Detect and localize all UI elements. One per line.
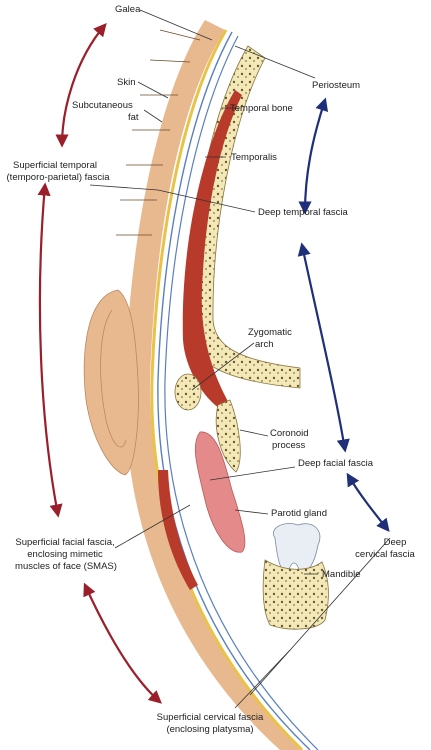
label-parotid-gland: Parotid gland (271, 508, 327, 519)
ear-inner (100, 309, 127, 448)
label-superficial-facial: Superficial facial fascia, (15, 537, 114, 548)
label-periosteum: Periosteum (312, 80, 360, 91)
mandible-shape (262, 559, 329, 630)
label-temporalis: Temporalis (231, 152, 277, 163)
label-coronoid: Coronoid (270, 428, 309, 439)
label-zygomatic-arch: arch (255, 339, 273, 350)
label-zygomatic: Zygomatic (248, 327, 292, 338)
galea-line (157, 31, 311, 750)
arrow-superficial-temporal-upper (55, 22, 107, 148)
label-temporal-bone: Temporal bone (230, 103, 293, 114)
label-deep-cervical: Deep (384, 537, 407, 548)
skin-layer (124, 20, 301, 750)
label-superficial-temporal-2: (temporo-parietal) fascia (7, 172, 111, 183)
deep-fascia-line (164, 35, 319, 750)
arrow-deep-temporal-deep-facial (297, 242, 350, 453)
label-superficial-facial-2: enclosing mimetic (27, 549, 103, 560)
label-skin: Skin (117, 77, 135, 88)
leader-lines (89, 9, 391, 709)
temporalis-muscle (182, 90, 242, 410)
label-superficial-cervical: Superficial cervical fascia (157, 712, 264, 723)
label-superficial-facial-3: muscles of face (SMAS) (15, 561, 117, 572)
label-subcutaneous: Subcutaneous (72, 100, 133, 111)
hair-strands (116, 29, 201, 236)
label-deep-facial-fascia: Deep facial fascia (298, 458, 374, 469)
label-superficial-temporal: Superficial temporal (13, 160, 97, 171)
facial-muscle-lower (158, 470, 198, 590)
coronoid-process-shape (215, 399, 241, 473)
label-deep-cervical-fascia: cervical fascia (355, 549, 415, 560)
tooth-shape (273, 523, 321, 573)
parotid-gland-shape (194, 431, 246, 553)
label-deep-temporal-fascia: Deep temporal fascia (258, 207, 348, 218)
arrow-periosteum-deep-temporal (298, 97, 329, 215)
label-galea: Galea (115, 4, 141, 15)
arrow-superficial-cervical (83, 582, 162, 704)
ear-shape (83, 289, 139, 476)
zygomatic-arch-shape (174, 373, 202, 411)
superficial-fascia-line (150, 29, 304, 750)
arrow-superficial-facial (37, 182, 63, 518)
label-coronoid-process: process (272, 440, 306, 451)
label-superficial-cervical-2: (enclosing platysma) (166, 724, 253, 735)
label-subcutaneous-fat: fat (128, 112, 139, 123)
label-mandible: Mandible (322, 569, 361, 580)
arrow-deep-facial-deep-cervical (346, 472, 390, 533)
